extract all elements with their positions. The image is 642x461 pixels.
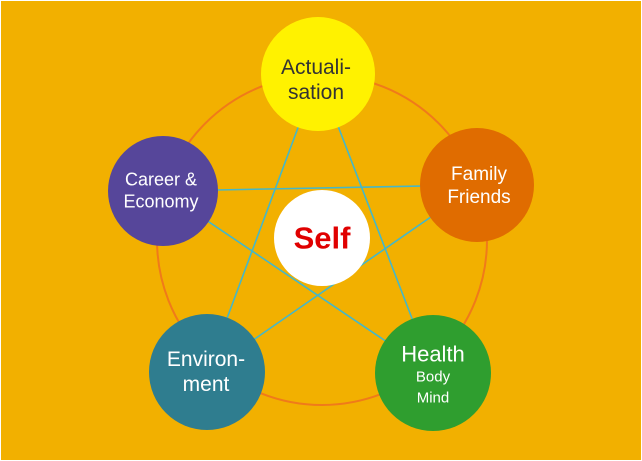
node-circle-actualisation <box>261 17 375 131</box>
node-circle-career-economy <box>108 136 218 246</box>
center-circle-self <box>274 190 370 286</box>
node-line: Friends <box>447 187 511 208</box>
node-circles <box>108 17 534 431</box>
center-label-self: Self <box>293 220 351 256</box>
node-line: Actuali- <box>280 55 352 79</box>
node-label-health: Health Body Mind <box>401 342 465 409</box>
node-subline: Body <box>415 368 451 386</box>
node-line: Health <box>401 341 465 367</box>
node-line: sation <box>287 81 345 104</box>
node-subline: Mind <box>416 389 450 407</box>
node-label-actualisation: Actuali- sation <box>281 55 351 105</box>
node-label-career-economy: Career & Economy <box>123 169 198 212</box>
node-circle-health <box>375 315 491 431</box>
node-circle-environment <box>149 314 265 430</box>
node-line: Family <box>451 164 507 186</box>
node-label-family-friends: Family Friends <box>447 164 510 210</box>
node-line: Environ- <box>166 347 246 371</box>
node-circle-family-friends <box>420 128 534 242</box>
node-line: Career & <box>124 169 198 190</box>
node-label-environment: Environ- ment <box>167 347 245 397</box>
node-line: Economy <box>123 191 199 211</box>
node-line: ment <box>182 373 230 396</box>
